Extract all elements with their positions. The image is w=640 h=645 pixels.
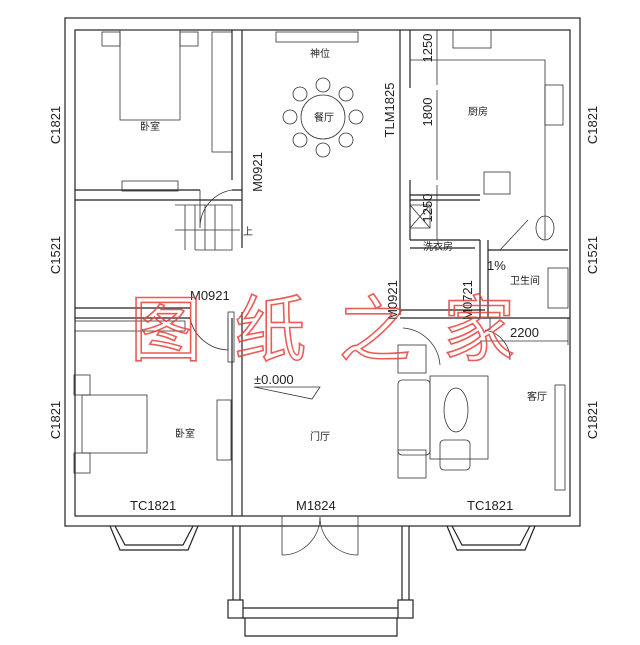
fridge-icon <box>483 171 511 195</box>
bed-icon <box>119 29 181 121</box>
room-label-bedroom-top: 卧室 <box>140 120 160 133</box>
room-label-shrine: 神位 <box>310 47 330 60</box>
walls <box>64 17 581 637</box>
slope-arrow <box>499 219 529 251</box>
window-label: C1521 <box>585 236 600 274</box>
tv-cabinet-icon <box>216 399 232 461</box>
stove-icon <box>452 29 492 49</box>
door-label: M0921 <box>250 152 265 192</box>
rug-icon <box>429 375 489 460</box>
toilet-icon <box>535 215 555 241</box>
window-label: C1821 <box>48 401 63 439</box>
elevation-label: ±0.000 <box>254 372 294 387</box>
wardrobe-icon <box>211 31 233 153</box>
main-door-label: M1824 <box>296 498 336 513</box>
bay-window-label: TC1821 <box>130 498 176 513</box>
bed-icon <box>81 394 148 454</box>
sliding-door-label: TLM1825 <box>382 83 397 138</box>
slope-label: 1% <box>487 258 506 273</box>
armchair-icon <box>439 439 471 471</box>
labels: 卧室 餐厅 神位 厨房 洗衣房 卫生间 卧室 门厅 客厅 C1821 C1521… <box>48 34 600 513</box>
basin-icon <box>547 267 569 309</box>
dining-table-icon <box>300 94 346 140</box>
dimension-line <box>480 318 569 345</box>
tv-icon <box>554 384 566 491</box>
wardrobe-icon <box>74 320 186 332</box>
washer-icon <box>409 204 431 229</box>
sofa-icon <box>397 379 431 456</box>
room-label-bathroom: 卫生间 <box>510 274 540 287</box>
room-label-bedroom-bottom: 卧室 <box>175 427 195 440</box>
bay-window-label: TC1821 <box>467 498 513 513</box>
door-label: M0921 <box>190 288 230 303</box>
room-label-laundry: 洗衣房 <box>423 240 453 253</box>
furniture <box>73 29 569 491</box>
window-label: C1821 <box>585 401 600 439</box>
window-label: C1521 <box>48 236 63 274</box>
door-label: M0921 <box>385 280 400 320</box>
dimension-label: 1250 <box>420 194 435 223</box>
room-label-kitchen: 厨房 <box>468 105 488 118</box>
lamp-table-icon <box>397 449 427 479</box>
coffee-table-icon <box>443 387 469 433</box>
watermark: 图纸之家 <box>130 288 515 372</box>
lamp-table-icon <box>397 344 427 374</box>
stair-up-label: 上 <box>243 226 253 238</box>
sink-icon <box>544 84 564 126</box>
window-label: C1821 <box>48 106 63 144</box>
dimension-label: 1800 <box>420 98 435 127</box>
room-label-foyer: 门厅 <box>310 430 330 443</box>
window-label: C1821 <box>585 106 600 144</box>
room-label-dining: 餐厅 <box>314 111 334 124</box>
dimension-label: 1250 <box>420 34 435 63</box>
doors <box>189 189 511 366</box>
door-label: M0721 <box>460 280 475 320</box>
elevation-marker <box>253 386 321 400</box>
room-label-living: 客厅 <box>527 390 547 403</box>
stairs-icon <box>175 204 240 251</box>
dimension-label: 2200 <box>510 325 539 340</box>
